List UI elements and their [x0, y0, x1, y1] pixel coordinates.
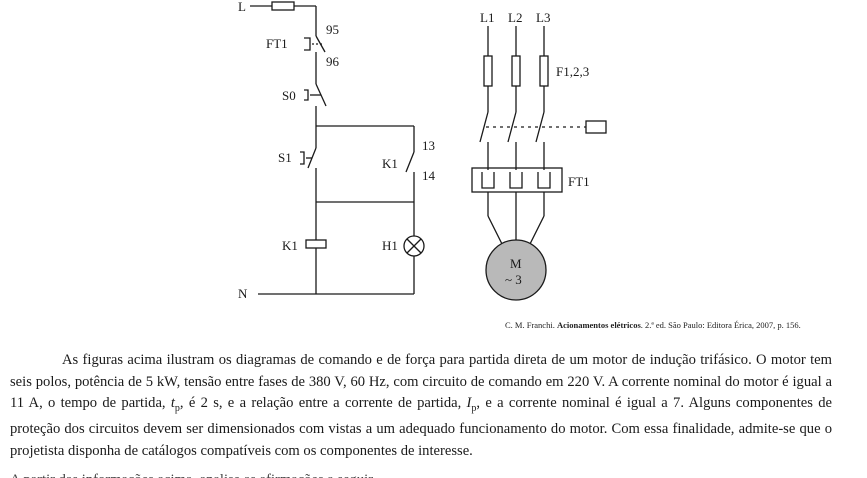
statement-paragraph: As figuras acima ilustram os diagramas d…: [10, 350, 832, 462]
command-circuit-diagram: [250, 1, 425, 295]
statement-part2: , é 2 s, e a relação entre a corrente de…: [179, 395, 467, 411]
power-circuit-diagram: [471, 26, 607, 247]
command-circuit-labels: L N FT1 95 96 S0 S1 K1 13 14 K1 H1: [238, 0, 436, 301]
fuse-f3: [539, 55, 549, 87]
ft1-relay-label: FT1: [568, 174, 590, 189]
k1-terminal-13: 13: [422, 138, 435, 153]
figure-source-caption: C. M. Franchi. Acionamentos elétricos. 2…: [505, 320, 835, 330]
ft1-overload-relay: [471, 167, 563, 193]
contactor-k1-actuator: [585, 120, 607, 134]
statement-part3: , e a corrente nominal é igual a 7. Algu…: [10, 395, 832, 459]
tp-subscript: p: [174, 402, 180, 414]
truncated-next-line: A partir das informações acima, analise …: [10, 470, 832, 478]
statement-part1: As figuras acima ilustram os diagramas d…: [10, 352, 832, 411]
tp-symbol: t: [170, 395, 175, 411]
s0-pushbutton-actuator: [304, 89, 309, 101]
line-label: L: [238, 0, 246, 14]
phase-l2-label: L2: [508, 10, 522, 25]
phase-l3-label: L3: [536, 10, 550, 25]
k1-contact-label: K1: [382, 156, 398, 171]
ft1-thermal-actuator: [304, 37, 311, 51]
k1-terminal-14: 14: [422, 168, 436, 183]
caption-book-title: Acionamentos elétricos: [556, 320, 641, 330]
k1-coil-label: K1: [282, 238, 298, 253]
neutral-label: N: [238, 286, 248, 301]
ft1-contact-label: FT1: [266, 36, 288, 51]
power-circuit-labels: L1 L2 L3 F1,2,3 FT1 M ~ 3: [480, 10, 590, 287]
s0-label: S0: [282, 88, 296, 103]
phase-l1-label: L1: [480, 10, 494, 25]
motor-label-phases: ~ 3: [505, 272, 522, 287]
s1-pushbutton-actuator: [300, 151, 305, 165]
ft1-terminal-96: 96: [326, 54, 340, 69]
command-fuse: [271, 1, 295, 11]
ip-subscript: p: [471, 402, 477, 414]
ft1-terminal-95: 95: [326, 22, 339, 37]
motor: [485, 239, 547, 301]
s1-label: S1: [278, 150, 292, 165]
k1-coil: [305, 239, 327, 249]
fuse-f2: [511, 55, 521, 87]
caption-author: C. M. Franchi.: [505, 320, 557, 330]
fuse-f1: [483, 55, 493, 87]
h1-label: H1: [382, 238, 398, 253]
question-statement: As figuras acima ilustram os diagramas d…: [10, 350, 832, 462]
electrical-diagrams: L N FT1 95 96 S0 S1 K1 13 14 K1 H1: [238, 0, 607, 301]
ip-symbol: I: [466, 395, 472, 411]
fuses-label: F1,2,3: [556, 64, 589, 79]
caption-rest: . 2.ª ed. São Paulo: Editora Érica, 2007…: [640, 320, 801, 330]
motor-label-m: M: [510, 256, 522, 271]
